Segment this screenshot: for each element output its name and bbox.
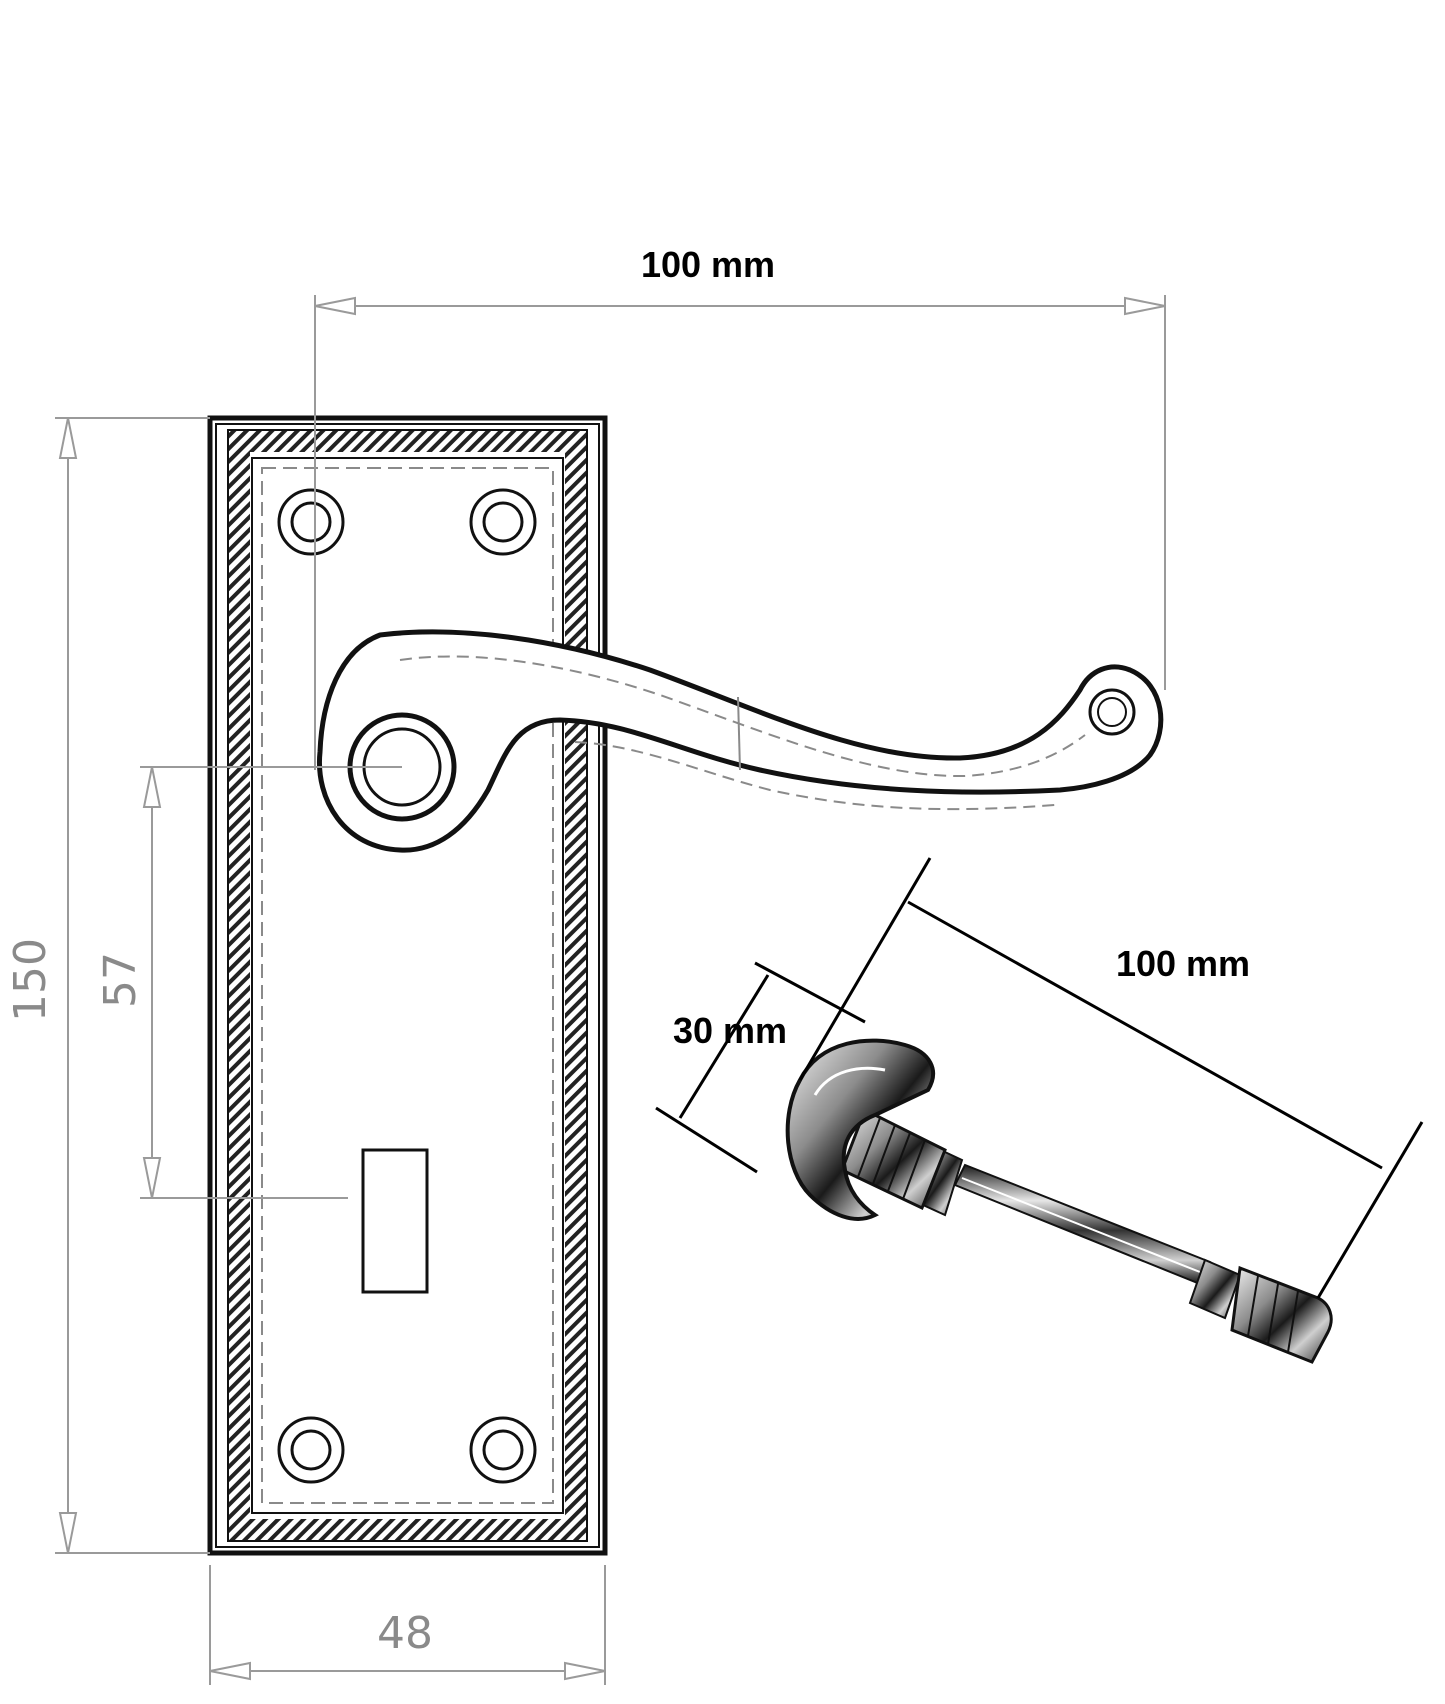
screw-hole-bottom-right <box>469 1416 537 1484</box>
spindle-bar <box>953 1163 1212 1286</box>
lever-to-keyhole-label: 57 <box>95 952 146 1008</box>
turn-width-label: 30 mm <box>673 1010 787 1051</box>
handle-projection-label: 100 mm <box>641 244 775 285</box>
dimension-lines <box>55 295 1166 1685</box>
inner-panel <box>251 457 564 1514</box>
screw-hole-top-left <box>277 488 345 556</box>
screw-hole-top-right <box>469 488 537 556</box>
backplate <box>207 415 608 1556</box>
plate-width-label: 48 <box>377 1608 433 1659</box>
spindle-length-label: 100 mm <box>1116 943 1250 984</box>
lock-slot <box>361 1148 429 1294</box>
turn-dimension-lines <box>655 857 1424 1299</box>
screw-hole-bottom-left <box>277 1416 345 1484</box>
turn-barrel <box>840 1107 947 1211</box>
spindle-end-cap <box>1230 1265 1333 1364</box>
plate-height-label: 150 <box>5 938 56 1022</box>
thumb-turn-spindle <box>785 1038 1333 1364</box>
lever-handle <box>316 629 1164 853</box>
